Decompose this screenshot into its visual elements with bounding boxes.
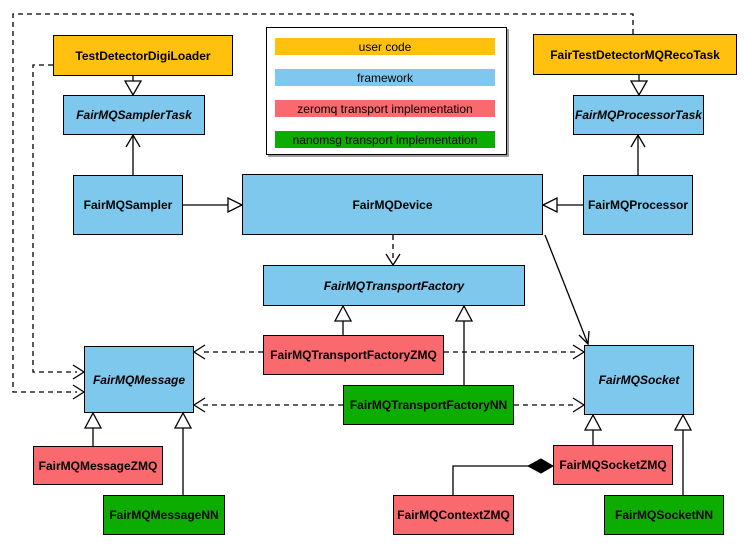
edge-dependency-factorynn-message (192, 397, 343, 413)
edge-dependency-factorynn-socket (514, 397, 586, 413)
edge-association-sampler-samplertask (125, 133, 141, 175)
class-box-fairmqprocessortask: FairMQProcessorTask (573, 95, 704, 135)
edge-generalization-messagezmq-message (83, 411, 103, 446)
legend-item-user-code: user code (275, 38, 495, 55)
class-box-fairmqmessagenn: FairMQMessageNN (103, 495, 225, 535)
class-box-fairmqmessagezmq: FairMQMessageZMQ (33, 446, 163, 485)
class-box-fairmqsocket: FairMQSocket (584, 345, 694, 415)
edge-generalization-recotask-processortask (629, 75, 649, 97)
class-box-fairmqprocessor: FairMQProcessor (583, 175, 693, 235)
edge-generalization-sampler-device (183, 196, 244, 214)
class-box-fairmqtransportfactoryzmq: FairMQTransportFactoryZMQ (263, 335, 444, 375)
class-box-fairmqsamplertask: FairMQSamplerTask (63, 95, 205, 135)
edge-generalization-factorynn-factory (454, 304, 474, 385)
edge-dependency-device-factory (385, 235, 401, 267)
class-box-fairmqdevice: FairMQDevice (242, 174, 543, 235)
class-box-fairmqsampler: FairMQSampler (73, 175, 183, 235)
class-box-testdetectordigiloader: TestDetectorDigiLoader (53, 35, 233, 76)
class-box-fairtestdetectormqrecotask: FairTestDetectorMQRecoTask (533, 34, 737, 75)
edge-generalization-messagenn-message (173, 411, 193, 495)
edge-generalization-processor-device (541, 196, 583, 214)
legend-item-framework: framework (275, 69, 495, 86)
class-box-fairmqtransportfactory: FairMQTransportFactory (263, 265, 525, 306)
edge-association-processor-processortask (630, 133, 646, 175)
legend-item-zeromq: zeromq transport implementation (275, 100, 495, 117)
edge-generalization-factoryzmq-factory (333, 304, 353, 335)
class-box-fairmqsocketzmq: FairMQSocketZMQ (553, 445, 673, 485)
class-box-fairmqmessage: FairMQMessage (84, 346, 194, 413)
edge-generalization-socketnn-socket (673, 413, 693, 495)
edge-generalization-digiloader-samplertask (123, 76, 143, 97)
legend: user code framework zeromq transport imp… (266, 27, 507, 155)
legend-item-nanomsg: nanomsg transport implementation (275, 131, 495, 148)
edge-composition-contextzmq-socketzmq (452, 458, 554, 495)
edge-dependency-factoryzmq-message (192, 344, 263, 360)
class-box-fairmqtransportfactorynn: FairMQTransportFactoryNN (343, 385, 514, 425)
edge-association-device-socket (544, 234, 590, 346)
class-box-fairmqcontextzmq: FairMQContextZMQ (393, 495, 514, 535)
edge-generalization-socketzmq-socket (583, 413, 603, 445)
class-box-fairmqsocketnn: FairMQSocketNN (604, 495, 724, 535)
edge-dependency-factoryzmq-socket (444, 344, 586, 360)
